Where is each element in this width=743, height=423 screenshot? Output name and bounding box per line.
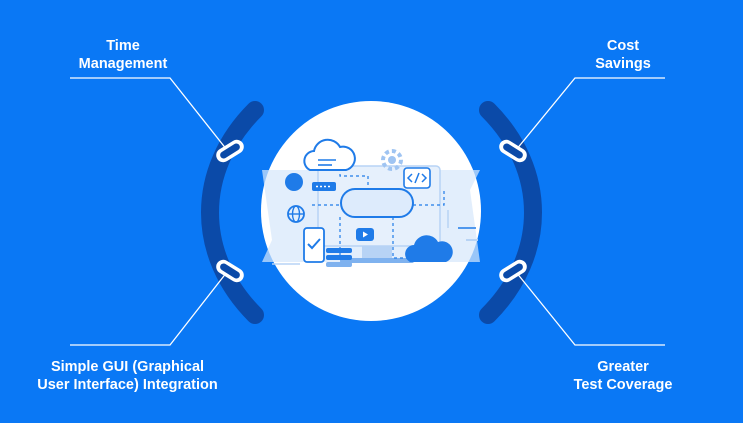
play-icon — [356, 228, 374, 241]
label-line: Management — [78, 56, 168, 72]
database-icon — [326, 248, 352, 267]
phone-icon — [303, 227, 325, 263]
screen-pill — [340, 188, 414, 218]
label-line: Savings — [595, 56, 651, 72]
label-test-coverage: Greater Test Coverage — [548, 358, 698, 394]
connector-top-left — [70, 77, 228, 151]
connector-top-right — [515, 77, 665, 151]
list-card — [312, 182, 336, 191]
globe-icon — [287, 205, 305, 223]
clip-bottom-left — [216, 259, 244, 283]
label-time-management: Time Management — [48, 37, 198, 73]
gear-icon — [381, 149, 403, 171]
label-line: Test Coverage — [573, 377, 673, 393]
clip-bottom-right — [499, 259, 527, 283]
cloud-icon — [303, 138, 356, 171]
label-line: Time — [106, 38, 140, 54]
label-line: Greater — [597, 359, 649, 375]
left-bracket — [201, 101, 264, 324]
connector-bottom-left — [70, 271, 228, 346]
clip-top-right — [499, 139, 527, 163]
label-gui-integration: Simple GUI (Graphical User Interface) In… — [10, 358, 245, 394]
right-bracket — [479, 101, 542, 324]
connector-bottom-right — [515, 271, 665, 346]
clip-top-left — [216, 139, 244, 163]
blue-dot — [285, 173, 303, 191]
label-line: Simple GUI (Graphical — [50, 359, 205, 375]
checkmark-icon — [307, 238, 321, 250]
label-line: User Interface) Integration — [37, 377, 218, 393]
cloud-bottom-icon — [405, 235, 453, 262]
label-cost-savings: Cost Savings — [548, 37, 698, 73]
label-line: Cost — [606, 38, 640, 54]
code-icon — [403, 167, 431, 189]
